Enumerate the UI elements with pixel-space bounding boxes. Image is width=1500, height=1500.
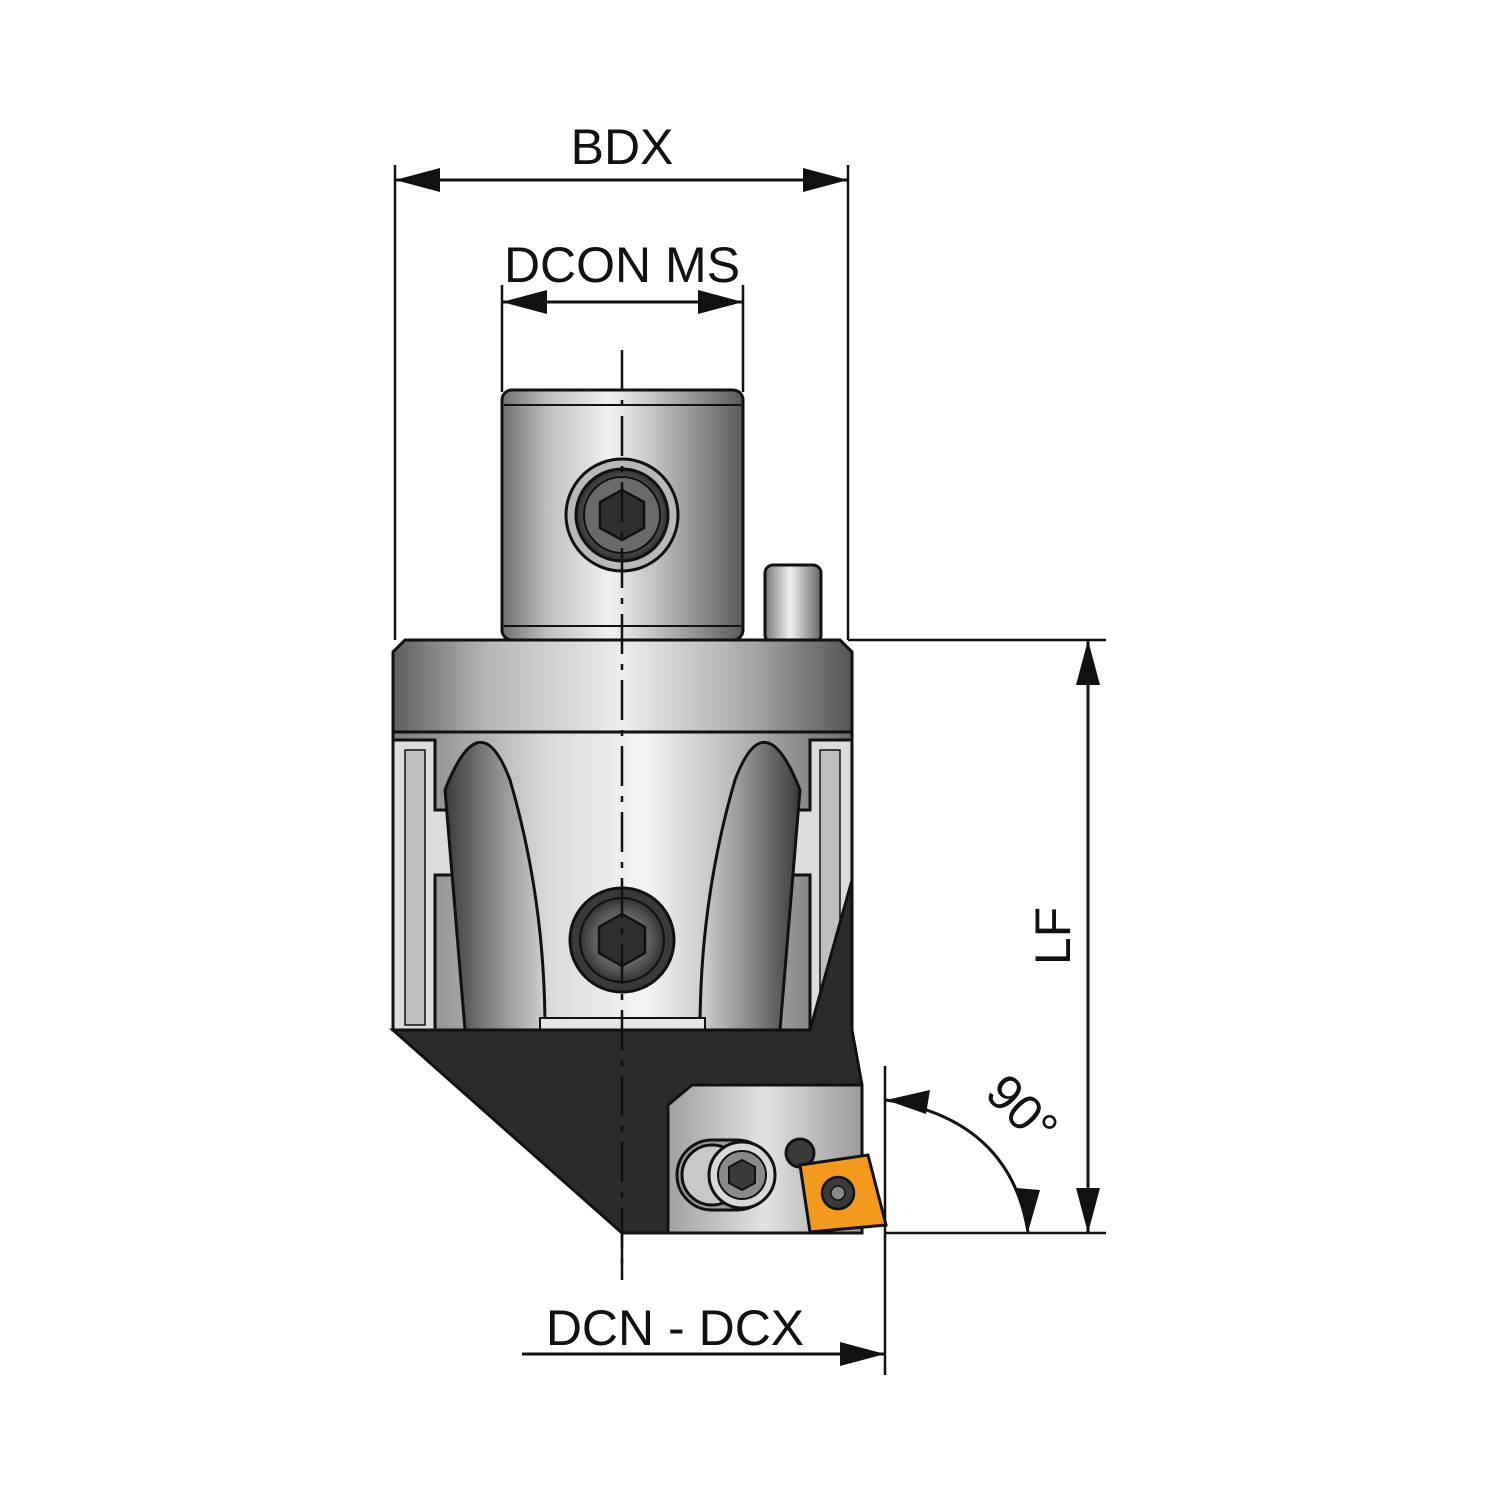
dcn-dcx-dimension: DCN - DCX (522, 1300, 885, 1366)
lf-dimension: LF (1025, 640, 1100, 1233)
arrow-right-icon (803, 168, 848, 192)
cutting-insert (798, 1153, 888, 1234)
dcon-ms-label: DCON MS (504, 237, 740, 293)
bdx-dimension: BDX (395, 119, 848, 192)
dcn-dcx-label: DCN - DCX (546, 1300, 804, 1356)
arrow-right-icon (698, 290, 743, 314)
drive-pin (763, 563, 823, 645)
flute-right (698, 741, 802, 1032)
arrow-down-icon (1076, 1188, 1100, 1233)
body-screw-icon (568, 886, 676, 994)
arrow-right-icon (840, 1342, 885, 1366)
lf-label: LF (1025, 907, 1081, 965)
arrow-left-icon (395, 168, 440, 192)
seat-screw-icon (675, 1138, 777, 1212)
flute-left (443, 741, 547, 1032)
arrow-left-icon (886, 1090, 930, 1114)
angle-dimension: 90° (885, 1063, 1069, 1233)
arrow-left-icon (502, 290, 547, 314)
dcon-ms-dimension: DCON MS (502, 237, 743, 314)
bdx-label: BDX (571, 119, 674, 175)
arrow-down-icon (1016, 1188, 1040, 1232)
arrow-up-icon (1076, 640, 1100, 685)
angle-label: 90° (975, 1063, 1068, 1156)
